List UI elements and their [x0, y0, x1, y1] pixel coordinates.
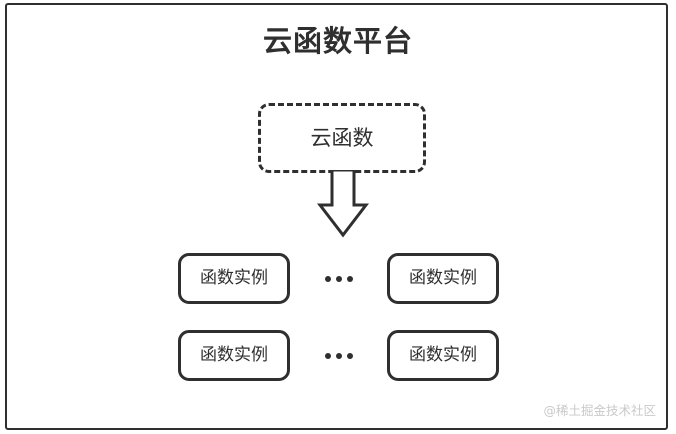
function-instance-label: 函数实例 — [409, 345, 477, 365]
ellipsis-icon — [309, 330, 369, 381]
down-arrow-icon — [316, 170, 370, 238]
ellipsis-dot — [346, 352, 353, 359]
watermark: @稀土掘金技术社区 — [543, 402, 656, 418]
function-instance-box[interactable]: 函数实例 — [178, 253, 290, 304]
ellipsis-dot — [324, 275, 331, 282]
ellipsis-dot — [335, 352, 342, 359]
ellipsis-dot — [335, 275, 342, 282]
function-instance-label: 函数实例 — [200, 268, 268, 288]
function-instance-label: 函数实例 — [200, 345, 268, 365]
cloud-function-node: 云函数 — [258, 103, 426, 173]
function-instance-box[interactable]: 函数实例 — [178, 330, 290, 381]
page-title: 云函数平台 — [262, 24, 413, 58]
ellipsis-icon — [309, 253, 369, 304]
cloud-function-label: 云函数 — [310, 125, 374, 150]
function-instance-box[interactable]: 函数实例 — [387, 330, 499, 381]
function-instance-label: 函数实例 — [409, 268, 477, 288]
function-instance-box[interactable]: 函数实例 — [387, 253, 499, 304]
instance-row-1: 函数实例 函数实例 — [178, 253, 499, 304]
ellipsis-dot — [324, 352, 331, 359]
ellipsis-dot — [346, 275, 353, 282]
instance-row-2: 函数实例 函数实例 — [178, 330, 499, 381]
